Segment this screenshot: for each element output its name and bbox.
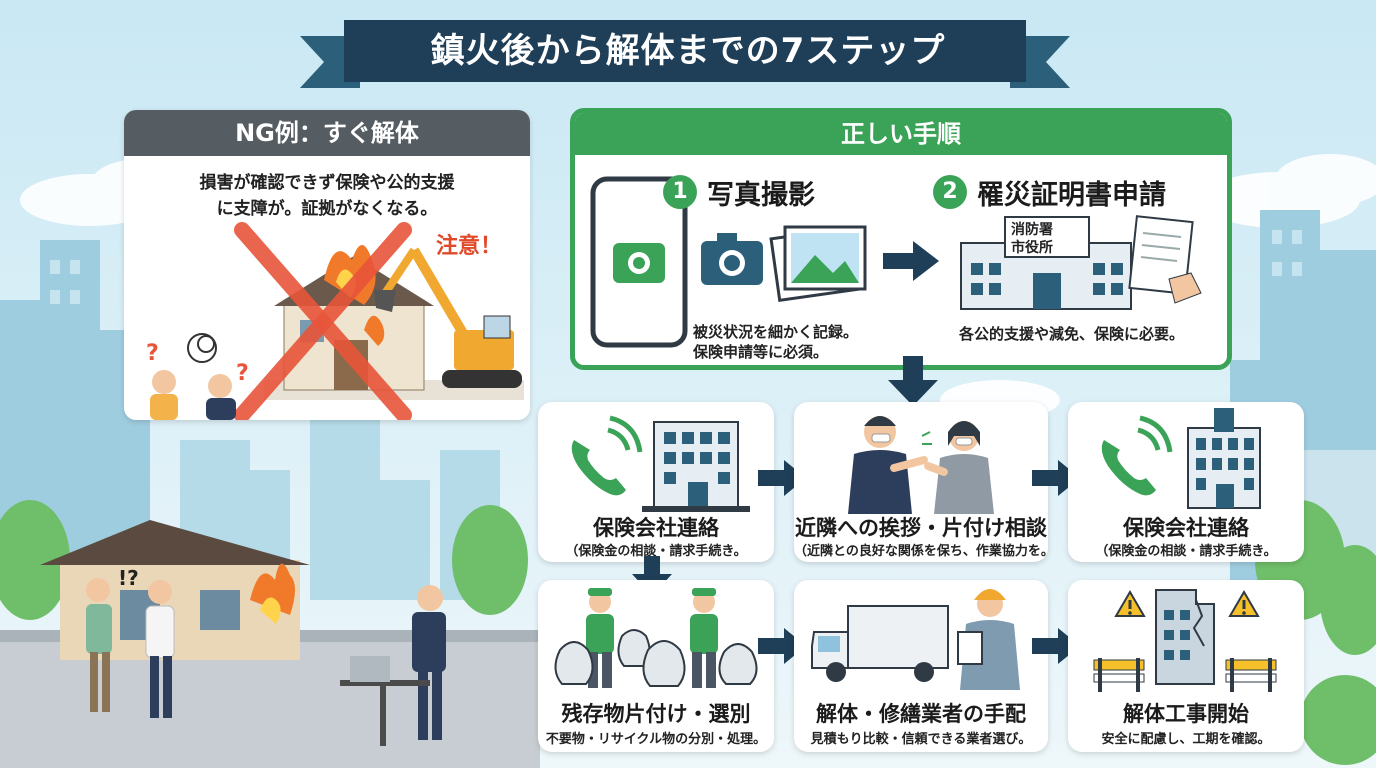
title-ribbon	[300, 20, 1070, 88]
step-card-debris-sorting: 残存物片付け・選別 不要物・リサイクル物の分別・処理。	[538, 580, 774, 752]
card-desc: 不要物・リサイクル物の分別・処理。	[545, 732, 767, 747]
step-number-1: 1	[663, 175, 697, 209]
page-title: 鎮火後から解体までの7ステップ	[430, 31, 946, 71]
ng-example-panel: NG例：すぐ解体 損害が確認できず保険や公的支援 に支障が。証拠がなくなる。	[124, 110, 530, 420]
phone-building-icon	[1101, 408, 1261, 509]
svg-text:?: ?	[146, 341, 159, 366]
step-card-neighbor-greeting: 近隣への挨拶・片付け相談 （近隣との良好な関係を保ち、作業協力を。	[794, 402, 1048, 562]
card-desc: 見積もり比較・信頼できる業者選び。	[810, 732, 1032, 747]
arrow-down-icon	[888, 356, 938, 406]
sign-city-hall: 市役所	[1011, 240, 1053, 256]
card-desc: （保険金の相談・請求手続き。	[1095, 544, 1277, 559]
arrow-down-icon	[632, 556, 672, 596]
prohibited-x-icon	[234, 222, 412, 420]
office-building-icon	[960, 215, 1202, 310]
step1-title: 写真撮影	[707, 180, 815, 211]
camera-icon	[701, 233, 763, 285]
truck-worker-icon	[811, 589, 1020, 690]
step-card-insurance-contact-2: 保険会社連絡 （保険金の相談・請求手続き。	[1068, 402, 1304, 562]
card-desc: （近隣との良好な関係を保ち、作業協力を。	[794, 544, 1048, 559]
ng-header: NG例：すぐ解体	[124, 110, 530, 156]
arrow-right-icon	[883, 241, 939, 281]
svg-text:!?: !?	[118, 566, 139, 590]
ng-description-line1: 損害が確認できず保険や公的支援	[199, 173, 455, 193]
card-title: 近隣への挨拶・片付け相談	[795, 516, 1047, 540]
step2-desc: 各公的支援や減免、保険に必要。	[959, 325, 1185, 343]
card-title: 残存物片付け・選別	[561, 702, 751, 726]
step1-desc-line1: 被災状況を細かく記録。	[693, 323, 859, 341]
warning-sign-icon	[1114, 590, 1260, 617]
step-card-insurance-contact: 保険会社連絡 （保険金の相談・請求手続き。	[538, 402, 774, 562]
photo-illustration	[590, 176, 867, 348]
step2-title: 罹災証明書申請	[977, 180, 1166, 211]
demolition-site-icon	[1093, 589, 1277, 692]
svg-text:?: ?	[236, 361, 249, 386]
card-title: 保険会社連絡	[593, 516, 719, 540]
ng-illustration: ? ?	[146, 222, 524, 420]
smartphone-icon	[590, 176, 688, 348]
warning-label: 注意！	[436, 234, 503, 259]
ng-description-line2: に支障が。証拠がなくなる。	[216, 199, 438, 219]
procedure-header: 正しい手順	[575, 113, 1227, 155]
phone-building-icon	[571, 415, 750, 512]
card-title: 解体工事開始	[1123, 702, 1249, 726]
photos-icon	[769, 225, 867, 302]
card-title: 解体・修繕業者の手配	[816, 702, 1026, 726]
step1-desc-line2: 保険申請等に必須。	[693, 343, 829, 361]
step-number-2: 2	[933, 175, 967, 209]
sign-fire-station: 消防署	[1011, 222, 1053, 238]
excavator-icon	[374, 247, 522, 388]
step-card-demolition-start: 解体工事開始 安全に配慮し、工期を確認。	[1068, 580, 1304, 752]
card-title: 保険会社連絡	[1123, 516, 1249, 540]
barrier-icon	[1093, 658, 1277, 692]
confused-people-icon: ? ?	[146, 333, 249, 420]
card-desc: （保険金の相談・請求手続き。	[565, 544, 747, 559]
greeting-people-icon	[848, 416, 994, 514]
card-desc: 安全に配慮し、工期を確認。	[1101, 732, 1271, 747]
correct-procedure-panel: 正しい手順 1 写真撮影 被災状況を細かく記録。 保険申請等に必須。 2 罹災証…	[570, 108, 1232, 370]
step-card-contractor-arrangement: 解体・修繕業者の手配 見積もり比較・信頼できる業者選び。	[794, 580, 1048, 752]
garbage-bags-icon	[554, 588, 758, 688]
